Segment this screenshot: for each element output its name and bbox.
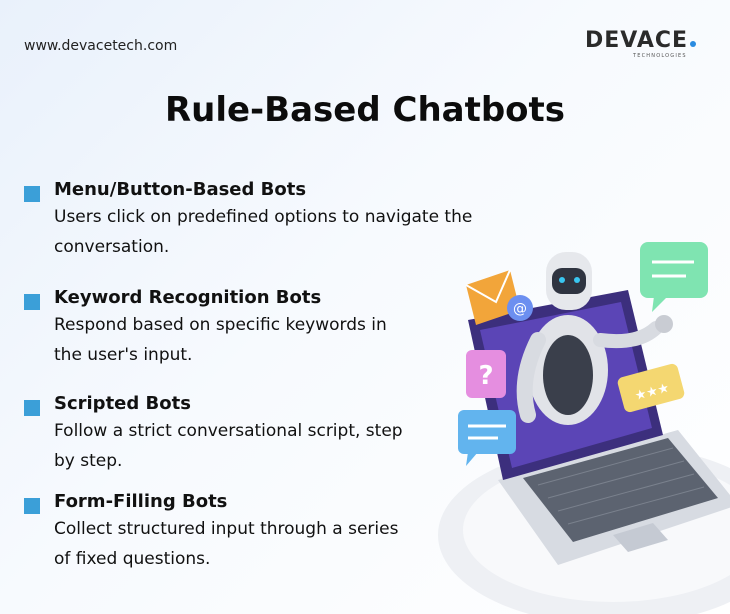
robot-left-arm [516,332,546,423]
item-description-line: Follow a strict conversational script, s… [54,421,403,441]
list-item-keyword-recognition-bots: Keyword Recognition Bots Respond based o… [24,286,554,392]
square-bullet-icon [24,294,40,310]
item-description-line: conversation. [54,237,170,257]
item-title: Scripted Bots [54,393,191,414]
robot-right-arm [593,321,663,349]
item-title: Menu/Button-Based Bots [54,179,307,200]
list-item-scripted-bots: Scripted Bots Follow a strict conversati… [24,392,554,490]
item-description-line: by step. [54,451,123,471]
star-rating-icon: ★★★ [617,363,685,413]
devace-logo: DEVACE TECHNOLOGIES [585,30,705,64]
blue-chat-bubble-icon [458,410,516,466]
item-title: Form-Filling Bots [54,491,228,512]
laptop-touchpad [613,523,668,552]
logo-wordmark: DEVACE [585,30,705,52]
robot-hand [655,315,673,333]
envelope-icon [465,269,520,325]
keyboard-rows [537,447,705,525]
robot-laptop-illustration: @ ? ★★★ [438,242,730,614]
robot-eye [559,277,565,283]
square-bullet-icon [24,400,40,416]
green-chat-bubble-icon [640,242,708,312]
chatbot-type-list: Menu/Button-Based Bots Users click on pr… [24,178,554,588]
website-url[interactable]: www.devacetech.com [24,38,178,54]
page-title: Rule-Based Chatbots [164,90,566,130]
square-bullet-icon [24,498,40,514]
at-sign-badge [507,295,533,321]
item-description-line: the user's input. [54,345,193,365]
robot-face [552,268,586,294]
item-description-line: Respond based on specific keywords in [54,315,387,335]
item-description-line: Collect structured input through a serie… [54,519,399,539]
question-bubble [466,350,506,398]
laptop-keyboard [523,438,718,542]
robot-eye [574,277,580,283]
item-title: Keyword Recognition Bots [54,287,322,308]
list-item-menu-button-bots: Menu/Button-Based Bots Users click on pr… [24,178,554,286]
item-description-line: of fixed questions. [54,549,211,569]
logo-subtext: TECHNOLOGIES [633,53,687,59]
question-mark-icon: ? [478,361,493,391]
robot-chest [543,335,593,415]
square-bullet-icon [24,186,40,202]
list-item-form-filling-bots: Form-Filling Bots Collect structured inp… [24,490,554,588]
at-sign-icon: @ [513,301,527,317]
item-description-line: Users click on predefined options to nav… [54,207,473,227]
